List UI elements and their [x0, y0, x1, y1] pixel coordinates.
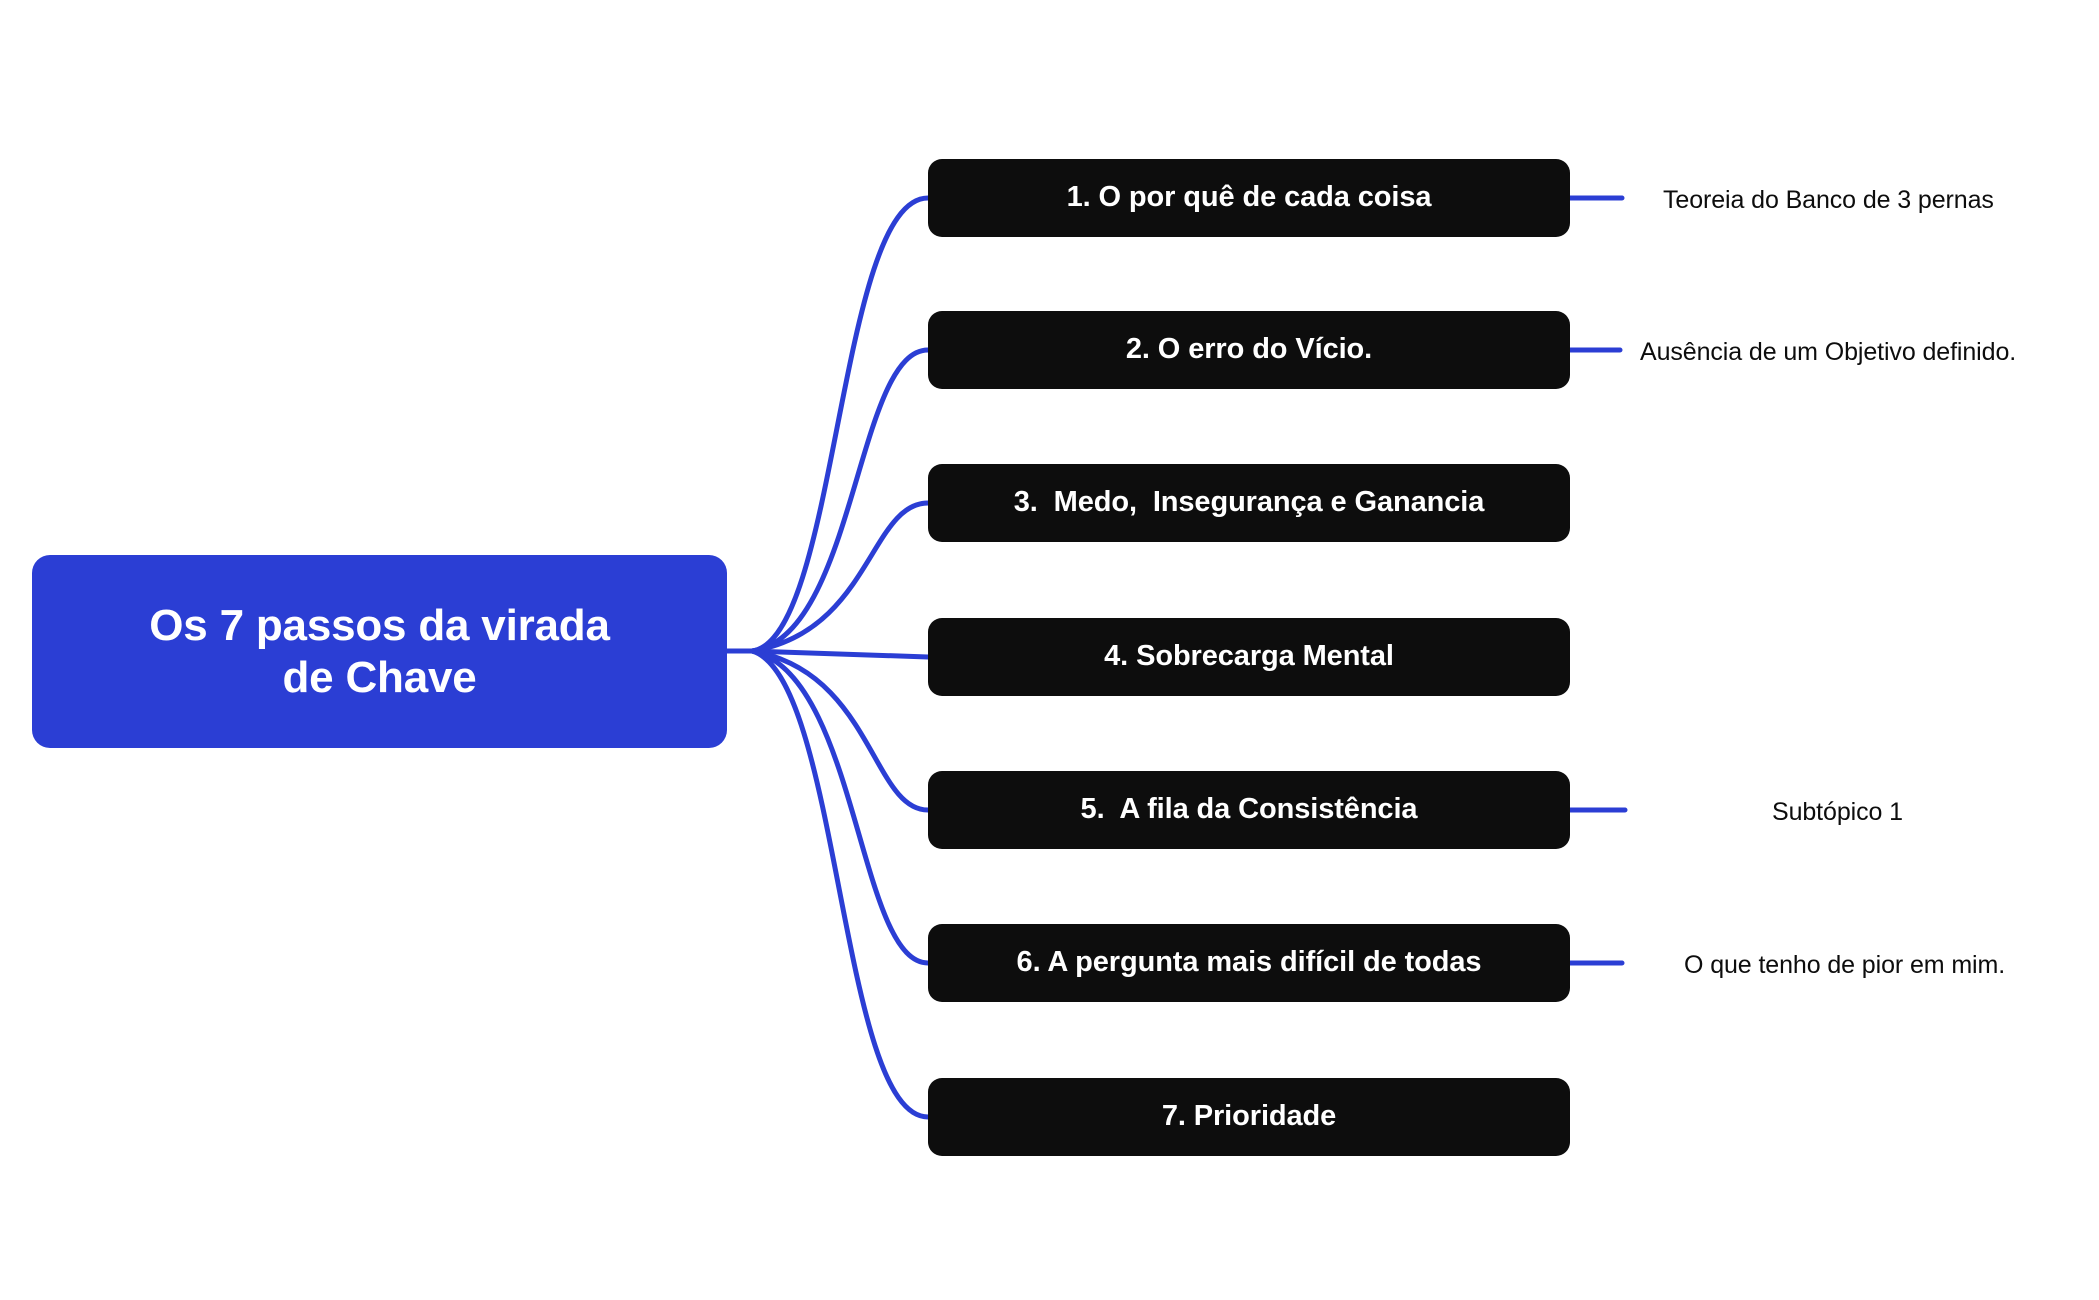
branch-node-6[interactable]: 6. A pergunta mais difícil de todas [928, 924, 1570, 1002]
subtopic-2[interactable]: Ausência de um Objetivo definido. [1640, 338, 2017, 366]
branch-node-1-label: 1. O por quê de cada coisa [1066, 181, 1432, 214]
edge-root-to-branch-1 [749, 195, 931, 654]
branch-node-7-label: 7. Prioridade [1161, 1100, 1337, 1133]
edge-root-to-branch-5 [749, 648, 931, 813]
branch-node-2[interactable]: 2. O erro do Vício. [928, 311, 1570, 389]
edge-root-to-branch-7 [749, 648, 931, 1120]
subtopic-1[interactable]: Teoreia do Banco de 3 pernas [1663, 186, 1994, 214]
root-node[interactable]: Os 7 passos da virada de Chave [32, 555, 727, 748]
branch-node-7[interactable]: 7. Prioridade [928, 1078, 1570, 1156]
branch-node-3-label: 3. Medo, Insegurança e Ganancia [1013, 486, 1485, 519]
branch-node-6-label: 6. A pergunta mais difícil de todas [1016, 946, 1482, 979]
branch-node-1[interactable]: 1. O por quê de cada coisa [928, 159, 1570, 237]
subtopic-6[interactable]: O que tenho de pior em mim. [1684, 951, 2006, 979]
branch-node-5-label: 5. A fila da Consistência [1080, 793, 1418, 826]
branch-node-4[interactable]: 4. Sobrecarga Mental [928, 618, 1570, 696]
edge-root-to-branch-6 [749, 648, 931, 966]
branch-node-2-label: 2. O erro do Vício. [1125, 333, 1373, 366]
edge-root-to-branch-2 [749, 347, 931, 654]
branch-node-4-label: 4. Sobrecarga Mental [1104, 640, 1394, 673]
edge-root-to-branch-4 [749, 648, 931, 660]
subtopic-5[interactable]: Subtópico 1 [1772, 798, 1903, 826]
edge-root-to-branch-3 [749, 500, 931, 654]
root-node-label: Os 7 passos da virada de Chave [149, 600, 610, 702]
branch-node-5[interactable]: 5. A fila da Consistência [928, 771, 1570, 849]
branch-node-3[interactable]: 3. Medo, Insegurança e Ganancia [928, 464, 1570, 542]
